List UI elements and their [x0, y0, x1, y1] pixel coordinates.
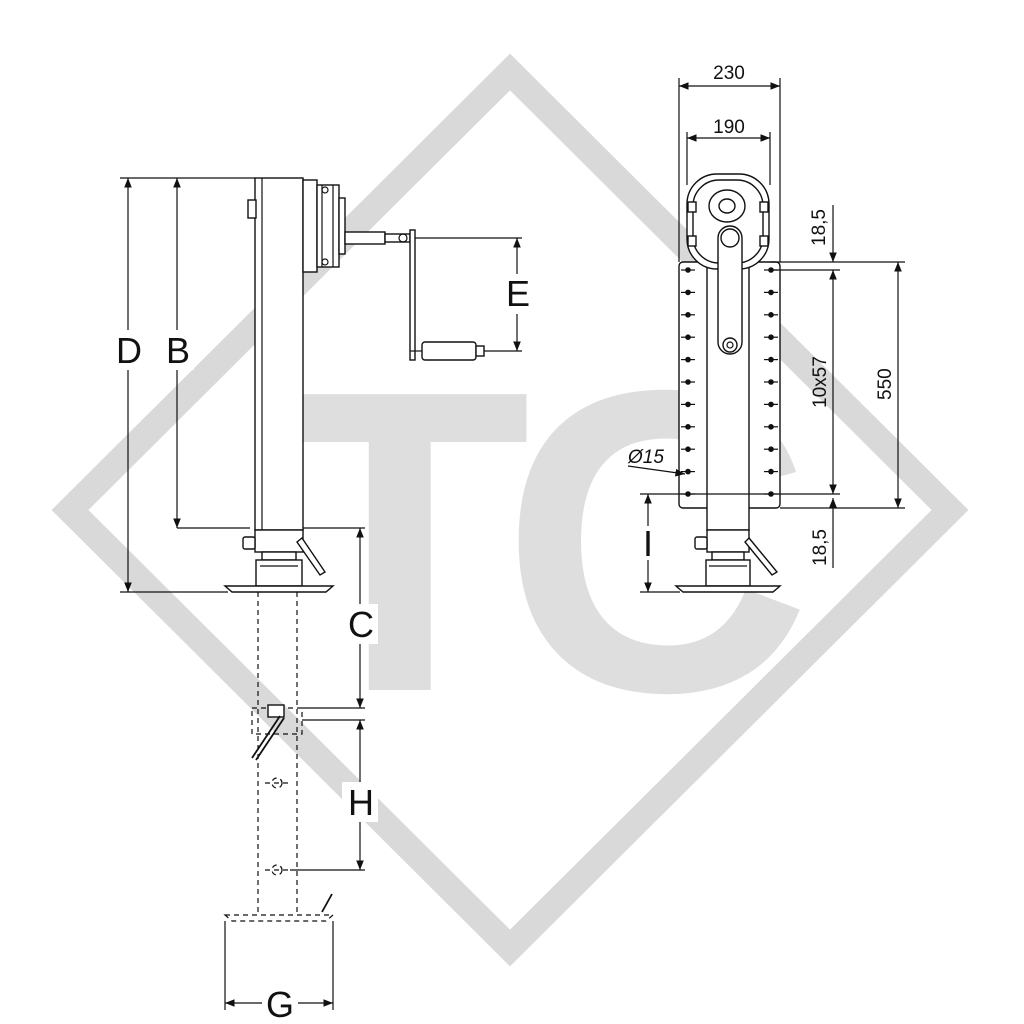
dimension-E: E	[415, 237, 534, 352]
front-foot	[674, 529, 782, 593]
crank-handle	[344, 229, 485, 361]
dimension-D: D	[112, 177, 255, 593]
dimension-hole-diameter: Ø15	[627, 447, 686, 477]
dimension-550: 550	[780, 262, 905, 509]
label-C: C	[348, 604, 374, 645]
foot-assembly	[223, 529, 335, 593]
front-gearbox	[686, 173, 770, 355]
label-G: G	[266, 984, 294, 1024]
dimension-10x57: 10x57	[640, 270, 840, 495]
dim-18-5-top-text: 18,5	[809, 209, 830, 246]
dimension-G: G	[224, 921, 334, 1024]
label-B: B	[166, 330, 190, 371]
dimension-B: B	[160, 178, 250, 529]
label-E: E	[506, 273, 530, 314]
dimension-18-5-top: 18,5	[770, 205, 905, 271]
extended-tube-hidden	[223, 592, 335, 922]
dimension-18-5-bottom: 18,5	[810, 498, 837, 568]
dimension-I: I	[630, 494, 680, 593]
gearbox	[302, 179, 346, 273]
watermark-diamond	[51, 53, 969, 967]
side-view: D B E C H	[112, 177, 534, 1024]
label-H: H	[348, 782, 374, 823]
dim-230-text: 230	[713, 63, 745, 84]
watermark: TC	[51, 53, 969, 967]
label-D: D	[116, 330, 142, 371]
dim-10x57-text: 10x57	[810, 356, 831, 408]
front-view: 230 190 18,5 10x57 550	[627, 63, 905, 593]
dimension-230: 230	[678, 63, 781, 262]
dimension-H: H	[290, 719, 378, 871]
label-I: I	[643, 523, 653, 564]
dimension-190: 190	[686, 117, 771, 185]
dim-190-text: 190	[713, 117, 745, 138]
dimension-C: C	[302, 527, 378, 709]
dim-hole-diameter-text: Ø15	[627, 447, 664, 468]
outer-tube	[254, 177, 304, 531]
dim-550-text: 550	[875, 368, 896, 400]
dim-18-5-bottom-text: 18,5	[810, 529, 831, 566]
